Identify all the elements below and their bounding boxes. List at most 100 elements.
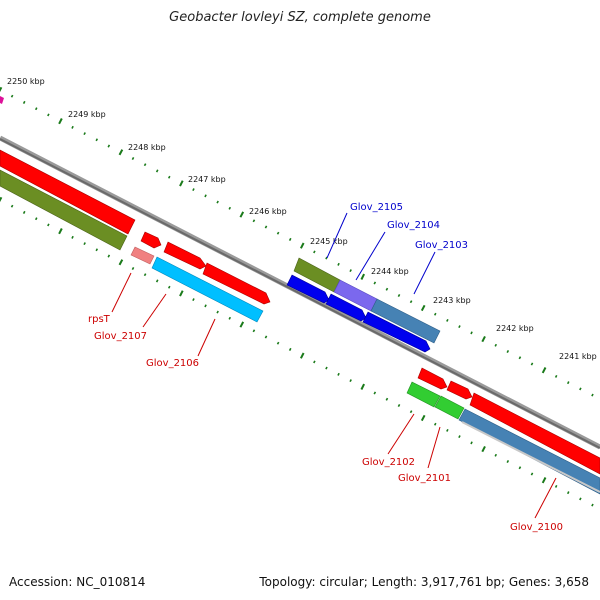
feature-red-small-3[interactable] [417, 367, 448, 390]
feature-red-small-2[interactable] [163, 241, 207, 270]
outer-scale-tick [300, 242, 305, 249]
inner-scale-tick [409, 410, 413, 414]
scale-label-2248: 2248 kbp [128, 143, 166, 152]
outer-scale-tick [373, 281, 377, 285]
inner-scale-tick [58, 228, 63, 235]
outer-scale-tick [83, 132, 86, 136]
scale-label-2242: 2242 kbp [496, 324, 534, 333]
inner-scale-tick [239, 321, 245, 328]
inner-scale-tick [83, 242, 86, 246]
outer-scale-tick [216, 200, 219, 204]
outer-scale-tick [264, 225, 268, 229]
inner-scale-tick [518, 466, 522, 470]
outer-scale-tick [58, 118, 63, 125]
outer-scale-tick [337, 262, 340, 266]
feature-red-small-1[interactable] [140, 231, 162, 249]
inner-scale-tick [0, 196, 3, 203]
inner-scale-tick [313, 360, 316, 364]
inner-scale-tick [264, 335, 268, 339]
feature-glov-2101[interactable] [434, 395, 465, 420]
inner-scale-tick [216, 310, 219, 314]
inner-scale-tick [300, 352, 305, 359]
outer-scale-tick [518, 356, 522, 360]
outer-scale-tick [34, 107, 38, 111]
outer-scale-tick [313, 250, 316, 254]
outer-scale-tick [204, 194, 207, 198]
inner-scale-tick [95, 248, 99, 252]
inner-scale-tick [118, 259, 124, 266]
feature-glov-2100[interactable] [458, 408, 600, 495]
inner-scale-tick [107, 254, 111, 258]
feature-glov-2102[interactable] [406, 381, 441, 408]
feature-blue-3[interactable] [362, 311, 431, 353]
inner-scale-tick [420, 414, 426, 422]
outer-scale-tick [554, 374, 558, 378]
outer-scale-tick [276, 231, 280, 235]
outer-scale-tick [446, 318, 449, 322]
label-rpsT: rpsT [88, 314, 111, 325]
outer-scale-tick [288, 237, 292, 241]
label-glov-2104: Glov_2104 [387, 220, 440, 231]
inner-scale-tick [566, 491, 570, 495]
outer-scale-tick [349, 269, 352, 273]
feature-blue-1[interactable] [286, 274, 330, 304]
outer-scale-tick [409, 300, 413, 304]
outer-scale-tick [397, 294, 401, 297]
inner-scale-tick [360, 383, 365, 390]
feature-rpsT[interactable] [130, 246, 155, 265]
feature-magenta[interactable] [0, 96, 4, 104]
outer-scale-tick [167, 175, 171, 179]
inner-scale-tick [71, 235, 74, 239]
scale-label-2243: 2243 kbp [433, 296, 471, 305]
inner-scale-tick [373, 391, 377, 395]
label-glov-2107: Glov_2107 [94, 331, 147, 342]
outer-scale-tick [131, 157, 135, 160]
feature-glov-2103[interactable] [370, 298, 441, 344]
inner-scale-tick [167, 285, 171, 289]
outer-scale-tick [107, 144, 111, 148]
outer-scale-tick [360, 273, 365, 280]
feature-blue-2[interactable] [325, 293, 367, 322]
genome-summary-text: Topology: circular; Length: 3,917,761 bp… [259, 575, 589, 589]
outer-scale-tick [458, 325, 461, 329]
feature-cyan-long[interactable] [151, 256, 264, 323]
inner-scale-tick [22, 210, 26, 214]
outer-scale-tick [95, 138, 99, 142]
inner-scale-tick [325, 366, 328, 370]
inner-scale-tick [34, 217, 38, 221]
label-glov-2105: Glov_2105 [350, 202, 403, 213]
outer-scale-tick [420, 304, 426, 312]
feature-olive-long[interactable] [0, 169, 128, 251]
backbone-circle [0, 135, 600, 450]
outer-scale-tick [228, 206, 232, 210]
outer-scale-tick [71, 125, 74, 129]
callouts-reverse [111, 272, 557, 519]
accession-text: Accession: NC_010814 [9, 575, 146, 589]
feature-red-long-upper[interactable] [0, 149, 136, 235]
outer-scale-tick [143, 163, 147, 167]
inner-scale-ticks [0, 196, 594, 507]
outer-scale-tick [22, 100, 26, 104]
scale-label-2247: 2247 kbp [188, 175, 226, 184]
inner-scale-tick [446, 428, 449, 432]
inner-scale-tick [192, 298, 195, 302]
inner-scale-tick [470, 441, 473, 445]
inner-scale-tick [204, 304, 207, 308]
feature-red-medium[interactable] [202, 262, 271, 305]
inner-scale-tick [228, 316, 232, 320]
inner-scale-tick [458, 435, 461, 439]
scale-label-2245: 2245 kbp [310, 237, 348, 246]
inner-scale-tick [337, 372, 340, 376]
inner-scale-tick [349, 379, 352, 383]
callouts-forward [326, 212, 436, 295]
inner-scale-tick [481, 445, 486, 453]
scale-label-2244: 2244 kbp [371, 267, 409, 276]
inner-scale-tick [397, 404, 401, 407]
inner-scale-tick [252, 329, 256, 333]
inner-scale-tick [131, 267, 135, 270]
label-glov-2100: Glov_2100 [510, 522, 563, 533]
feature-red-long-lower[interactable] [469, 392, 600, 475]
outer-scale-tick [0, 86, 3, 93]
feature-red-small-4[interactable] [446, 380, 473, 400]
outer-scale-tick [481, 335, 486, 343]
